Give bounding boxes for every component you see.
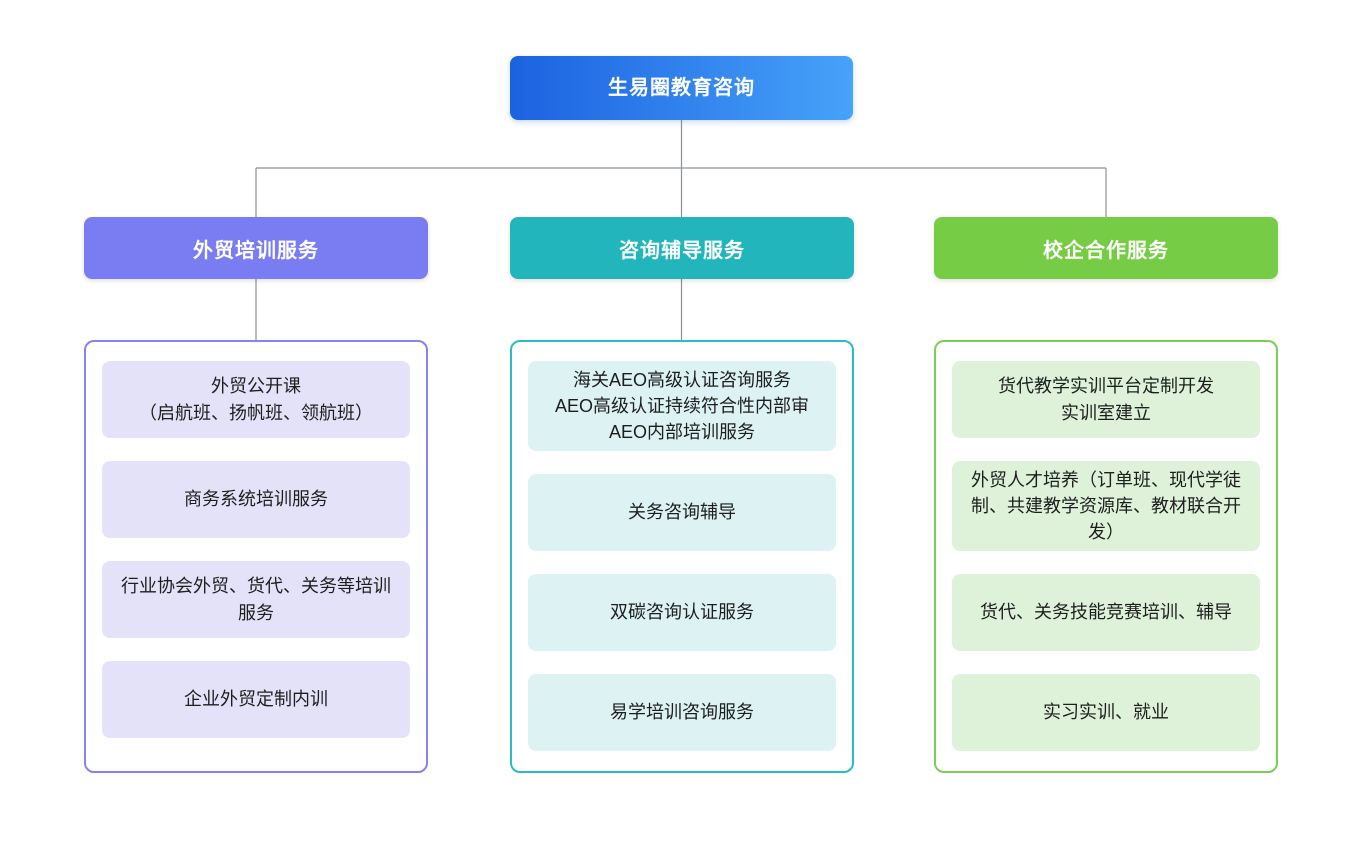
service-item[interactable]: 外贸人才培养（订单班、现代学徒制、共建教学资源库、教材联合开发） — [952, 461, 1260, 551]
branch-panel-school-enterprise: 货代教学实训平台定制开发 实训室建立 外贸人才培养（订单班、现代学徒制、共建教学… — [934, 340, 1278, 773]
service-item[interactable]: 企业外贸定制内训 — [102, 661, 410, 738]
service-item[interactable]: 双碳咨询认证服务 — [528, 574, 836, 651]
service-item-label: 货代教学实训平台定制开发 实训室建立 — [998, 376, 1214, 423]
branch-header-label: 咨询辅导服务 — [619, 239, 745, 262]
service-item-label: 关务咨询辅导 — [628, 502, 736, 523]
service-item-label: 行业协会外贸、货代、关务等培训服务 — [121, 576, 391, 623]
service-item[interactable]: 行业协会外贸、货代、关务等培训服务 — [102, 561, 410, 638]
service-item[interactable]: 货代、关务技能竞赛培训、辅导 — [952, 574, 1260, 651]
root-node[interactable]: 生易圈教育咨询 — [510, 56, 853, 120]
service-item[interactable]: 易学培训咨询服务 — [528, 674, 836, 751]
branch-panel-foreign-trade-training: 外贸公开课 （启航班、扬帆班、领航班） 商务系统培训服务 行业协会外贸、货代、关… — [84, 340, 428, 773]
branch-header-school-enterprise[interactable]: 校企合作服务 — [934, 217, 1278, 279]
branch-header-foreign-trade-training[interactable]: 外贸培训服务 — [84, 217, 428, 279]
service-item-label: 企业外贸定制内训 — [184, 689, 328, 710]
service-item-label: 货代、关务技能竞赛培训、辅导 — [980, 602, 1232, 623]
service-item[interactable]: 海关AEO高级认证咨询服务 AEO高级认证持续符合性内部审 AEO内部培训服务 — [528, 361, 836, 451]
service-item-label: 海关AEO高级认证咨询服务 AEO高级认证持续符合性内部审 AEO内部培训服务 — [554, 369, 809, 443]
service-item[interactable]: 商务系统培训服务 — [102, 461, 410, 538]
branch-header-consulting-coaching[interactable]: 咨询辅导服务 — [510, 217, 854, 279]
service-item-label: 外贸人才培养（订单班、现代学徒制、共建教学资源库、教材联合开发） — [971, 469, 1241, 543]
branch-header-label: 外贸培训服务 — [193, 239, 319, 262]
service-item-label: 商务系统培训服务 — [184, 489, 328, 510]
service-item[interactable]: 实习实训、就业 — [952, 674, 1260, 751]
root-node-label: 生易圈教育咨询 — [608, 76, 755, 99]
service-item[interactable]: 货代教学实训平台定制开发 实训室建立 — [952, 361, 1260, 438]
branch-header-label: 校企合作服务 — [1043, 239, 1169, 262]
service-item-label: 外贸公开课 （启航班、扬帆班、领航班） — [139, 376, 373, 423]
service-item[interactable]: 外贸公开课 （启航班、扬帆班、领航班） — [102, 361, 410, 438]
service-item-label: 易学培训咨询服务 — [610, 702, 754, 723]
service-item[interactable]: 关务咨询辅导 — [528, 474, 836, 551]
service-item-label: 双碳咨询认证服务 — [610, 602, 754, 623]
service-item-label: 实习实训、就业 — [1043, 702, 1169, 723]
branch-panel-consulting-coaching: 海关AEO高级认证咨询服务 AEO高级认证持续符合性内部审 AEO内部培训服务 … — [510, 340, 854, 773]
